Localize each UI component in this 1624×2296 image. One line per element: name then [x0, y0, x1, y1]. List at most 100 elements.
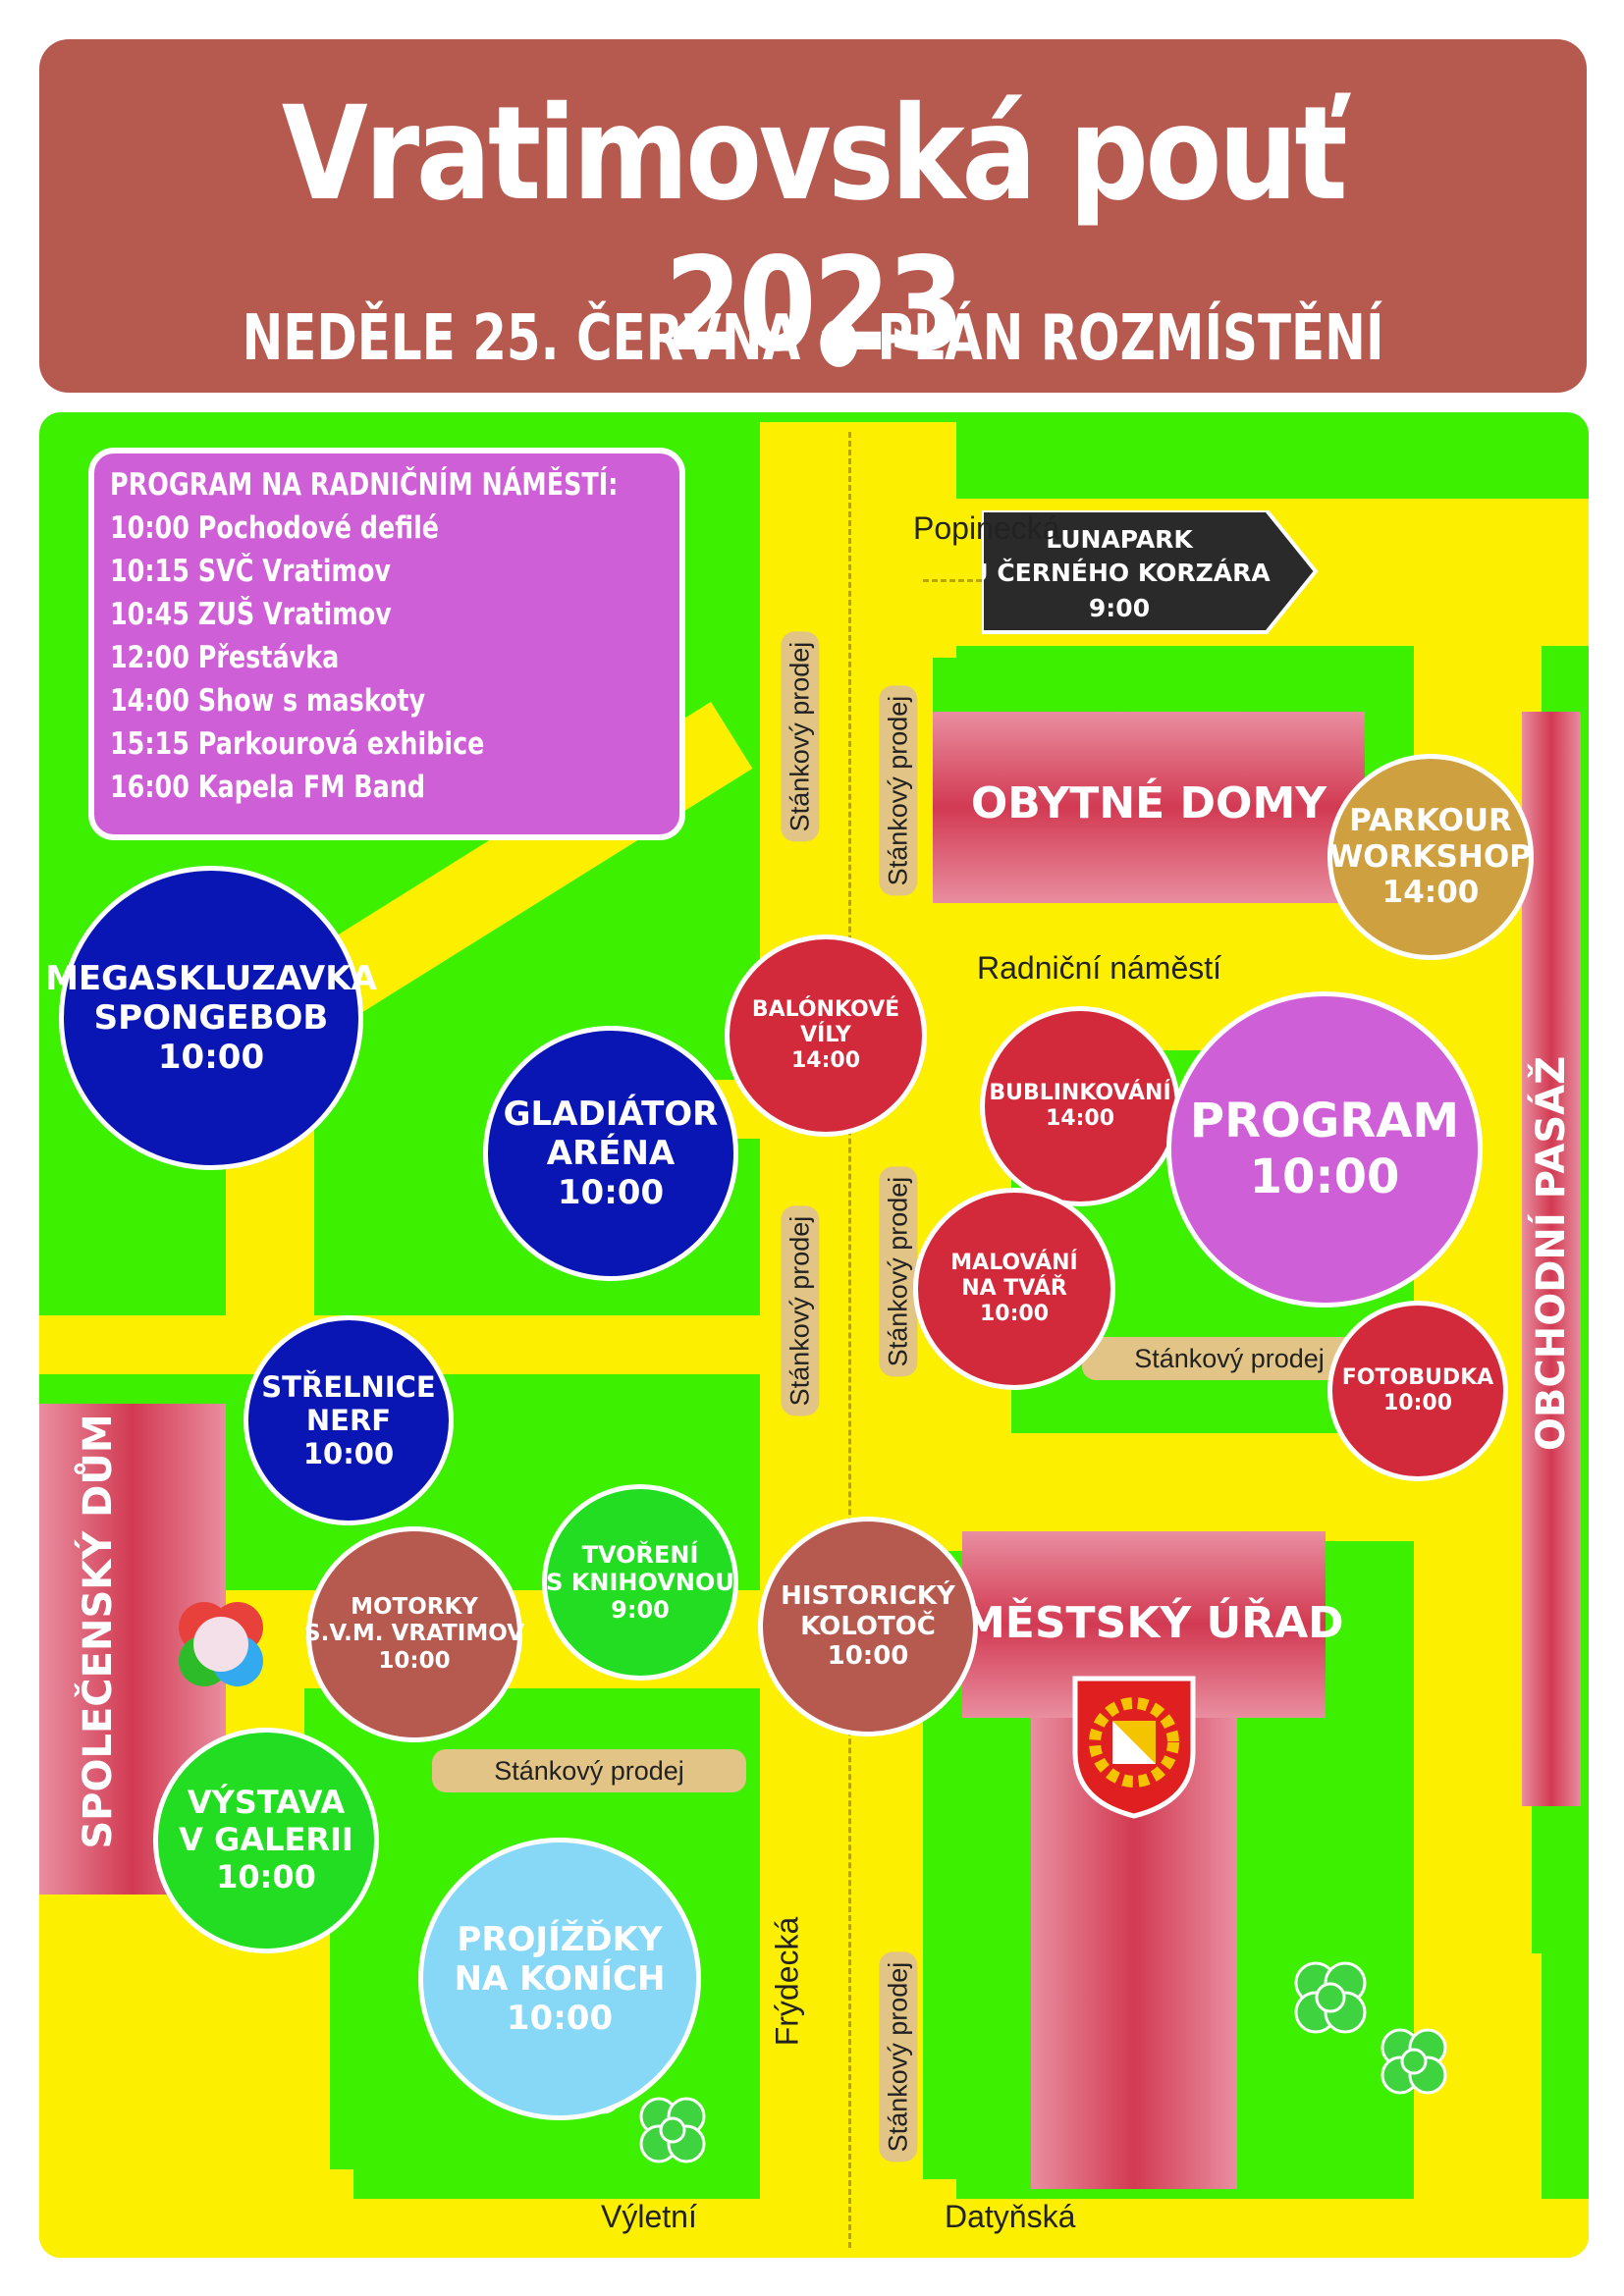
attraction-name: S.V.M. VRATIMOV	[304, 1621, 524, 1647]
attraction-vystava-v-galerii[interactable]: VÝSTAVA V GALERII 10:00	[153, 1728, 379, 1953]
tree-icon	[1294, 1961, 1367, 2034]
program-item: 10:00 Pochodové defilé	[110, 510, 440, 546]
page-title: Vratimovská pouť 2023	[281, 79, 1348, 381]
attraction-projizdky-na-konich[interactable]: PROJÍŽĎKY NA KONÍCH 10:00	[418, 1838, 701, 2120]
attraction-malovani-na-tvar[interactable]: MALOVÁNÍ NA TVÁŘ 10:00	[913, 1188, 1115, 1390]
program-item: 12:00 Přestávka	[110, 640, 340, 675]
attraction-name: PROJÍŽĎKY	[457, 1919, 663, 1959]
attraction-name: BALÓNKOVÉ	[751, 997, 900, 1023]
building-obytne-domy: OBYTNÉ DOMY	[933, 712, 1365, 903]
attraction-name: BUBLINKOVÁNÍ	[989, 1081, 1171, 1106]
attraction-time: 10:00	[216, 1857, 316, 1896]
attraction-time: 14:00	[1381, 875, 1480, 911]
stall-label: Stánkový prodej	[771, 594, 830, 879]
attraction-name: S KNIHOVNOU	[546, 1568, 734, 1596]
program-item: 10:45 ZUŠ Vratimov	[110, 597, 392, 632]
street-radnicni-namesti: Radniční náměstí	[977, 950, 1222, 986]
spolecensky-dum-logo-icon	[179, 1602, 263, 1686]
stall-text: Stánkový prodej	[879, 1166, 918, 1376]
attraction-time: 10:00	[157, 1038, 265, 1078]
attraction-megaskluzavka[interactable]: MEGASKLUZAVKA SPONGEBOB 10:00	[45, 866, 377, 1170]
attraction-time: 10:00	[979, 1301, 1050, 1326]
road-centerline	[848, 432, 851, 2248]
site-map: LUNAPARK U ČERNÉHO KORZÁRA 9:00 OBYTNÉ D…	[39, 412, 1589, 2258]
page-subtitle: NEDĚLE 25. ČERVNA ● PLÁN ROZMÍSTĚNÍ	[242, 302, 1384, 375]
lunapark-time: 9:00	[1089, 594, 1150, 622]
program-title: PROGRAM NA RADNIČNÍM NÁMĚSTÍ:	[110, 467, 619, 503]
attraction-name: ARÉNA	[546, 1133, 676, 1173]
attraction-time: 10:00	[1249, 1149, 1400, 1204]
attraction-program[interactable]: PROGRAM 10:00	[1166, 991, 1483, 1308]
attraction-name: SPONGEBOB	[93, 997, 329, 1038]
street-frydecka: Frýdecká	[769, 1916, 805, 2047]
attraction-bublinkovani[interactable]: BUBLINKOVÁNÍ 14:00	[980, 1006, 1180, 1206]
lunapark-title: LUNAPARK	[1046, 525, 1194, 554]
lunapark-subtitle: U ČERNÉHO KORZÁRA	[982, 558, 1271, 587]
attraction-historicky-kolotoc[interactable]: HISTORICKÝ KOLOTOČ 10:00	[758, 1517, 978, 1736]
attraction-name: KOLOTOČ	[800, 1611, 936, 1641]
stall-text: Stánkový prodej	[781, 631, 820, 841]
attraction-name: TVOŘENÍ	[581, 1540, 699, 1569]
building-spolecensky-label: SPOLEČENSKÝ DŮM	[76, 1414, 121, 1849]
stall-text: Stánkový prodej	[879, 1951, 918, 2162]
tree-icon	[639, 2097, 706, 2163]
building-mestsky-label: MĚSTSKÝ ÚŘAD	[962, 1598, 1344, 1648]
attraction-name: VÍLY	[800, 1023, 851, 1048]
attraction-name: NERF	[305, 1403, 392, 1437]
coat-of-arms-icon	[1072, 1676, 1196, 1819]
attraction-time: 10:00	[506, 1999, 614, 2039]
street-datynska: Datyňská	[945, 2199, 1076, 2234]
stall-text: Stánkový prodej	[781, 1205, 820, 1415]
building-obytne-label: OBYTNÉ DOMY	[970, 778, 1327, 828]
green-east-edge	[1532, 1806, 1589, 1953]
attraction-motorky-svm[interactable]: MOTORKY S.V.M. VRATIMOV 10:00	[304, 1526, 524, 1742]
attraction-parkour-workshop[interactable]: PARKOUR WORKSHOP 14:00	[1327, 754, 1534, 960]
attraction-name: GLADIÁTOR	[503, 1094, 719, 1134]
attraction-name: NA TVÁŘ	[961, 1276, 1067, 1302]
program-item: 16:00 Kapela FM Band	[110, 770, 426, 805]
attraction-name: MEGASKLUZAVKA	[45, 958, 377, 998]
attraction-name: V GALERII	[179, 1821, 353, 1859]
program-item: 14:00 Show s maskoty	[110, 683, 426, 719]
parking-lot	[49, 1914, 330, 2185]
lunapark-sign[interactable]: LUNAPARK U ČERNÉHO KORZÁRA 9:00	[982, 510, 1335, 638]
street-vyletni: Výletní	[601, 2199, 697, 2234]
stall-text: Stánkový prodej	[879, 685, 918, 895]
stall-label: Stánkový prodej	[869, 1914, 928, 2199]
attraction-time: 14:00	[1045, 1106, 1115, 1131]
stall-label: Stánkový prodej	[869, 648, 928, 933]
attraction-name: NA KONÍCH	[454, 1958, 666, 1999]
attraction-gladiator-arena[interactable]: GLADIÁTOR ARÉNA 10:00	[483, 1026, 738, 1281]
attraction-time: 9:00	[611, 1596, 670, 1625]
street-popinecka: Popinecká	[913, 510, 1060, 546]
attraction-name: WORKSHOP	[1329, 838, 1532, 875]
attraction-name: MALOVÁNÍ	[950, 1251, 1078, 1276]
tree-icon	[1380, 2028, 1447, 2095]
stall-label: Stánkový prodej	[1082, 1337, 1377, 1380]
attraction-name: FOTOBUDKA	[1341, 1365, 1494, 1391]
attraction-name: PROGRAM	[1189, 1094, 1460, 1149]
program-item: 15:15 Parkourová exhibice	[110, 726, 485, 762]
attraction-balonkove-vily[interactable]: BALÓNKOVÉ VÍLY 14:00	[725, 934, 927, 1137]
attraction-name: STŘELNICE	[261, 1369, 436, 1404]
attraction-fotobudka[interactable]: FOTOBUDKA 10:00	[1327, 1301, 1508, 1481]
attraction-name: VÝSTAVA	[187, 1784, 346, 1822]
building-obchodni-label: OBCHODNÍ PASÁŽ	[1529, 1055, 1574, 1452]
attraction-time: 10:00	[378, 1647, 451, 1674]
header-banner: Vratimovská pouť 2023 NEDĚLE 25. ČERVNA …	[39, 39, 1587, 393]
attraction-name: PARKOUR	[1349, 803, 1512, 839]
attraction-time: 14:00	[790, 1047, 861, 1073]
attraction-name: MOTORKY	[351, 1594, 478, 1621]
attraction-strelnice-nerf[interactable]: STŘELNICE NERF 10:00	[244, 1315, 454, 1525]
attraction-name: HISTORICKÝ	[781, 1580, 955, 1611]
program-item: 10:15 SVČ Vratimov	[110, 554, 392, 589]
stall-label: Stánkový prodej	[432, 1749, 746, 1792]
program-schedule-box: PROGRAM NA RADNIČNÍM NÁMĚSTÍ: 10:00 Poch…	[88, 448, 685, 840]
building-obchodni-pasaz	[1522, 712, 1581, 1806]
attraction-time: 10:00	[302, 1437, 395, 1471]
attraction-time: 10:00	[827, 1641, 909, 1672]
attraction-tvoreni-s-knihovnou[interactable]: TVOŘENÍ S KNIHOVNOU 9:00	[542, 1484, 738, 1681]
attraction-time: 10:00	[1382, 1391, 1453, 1415]
attraction-time: 10:00	[557, 1173, 665, 1213]
stall-label: Stánkový prodej	[771, 1168, 830, 1453]
